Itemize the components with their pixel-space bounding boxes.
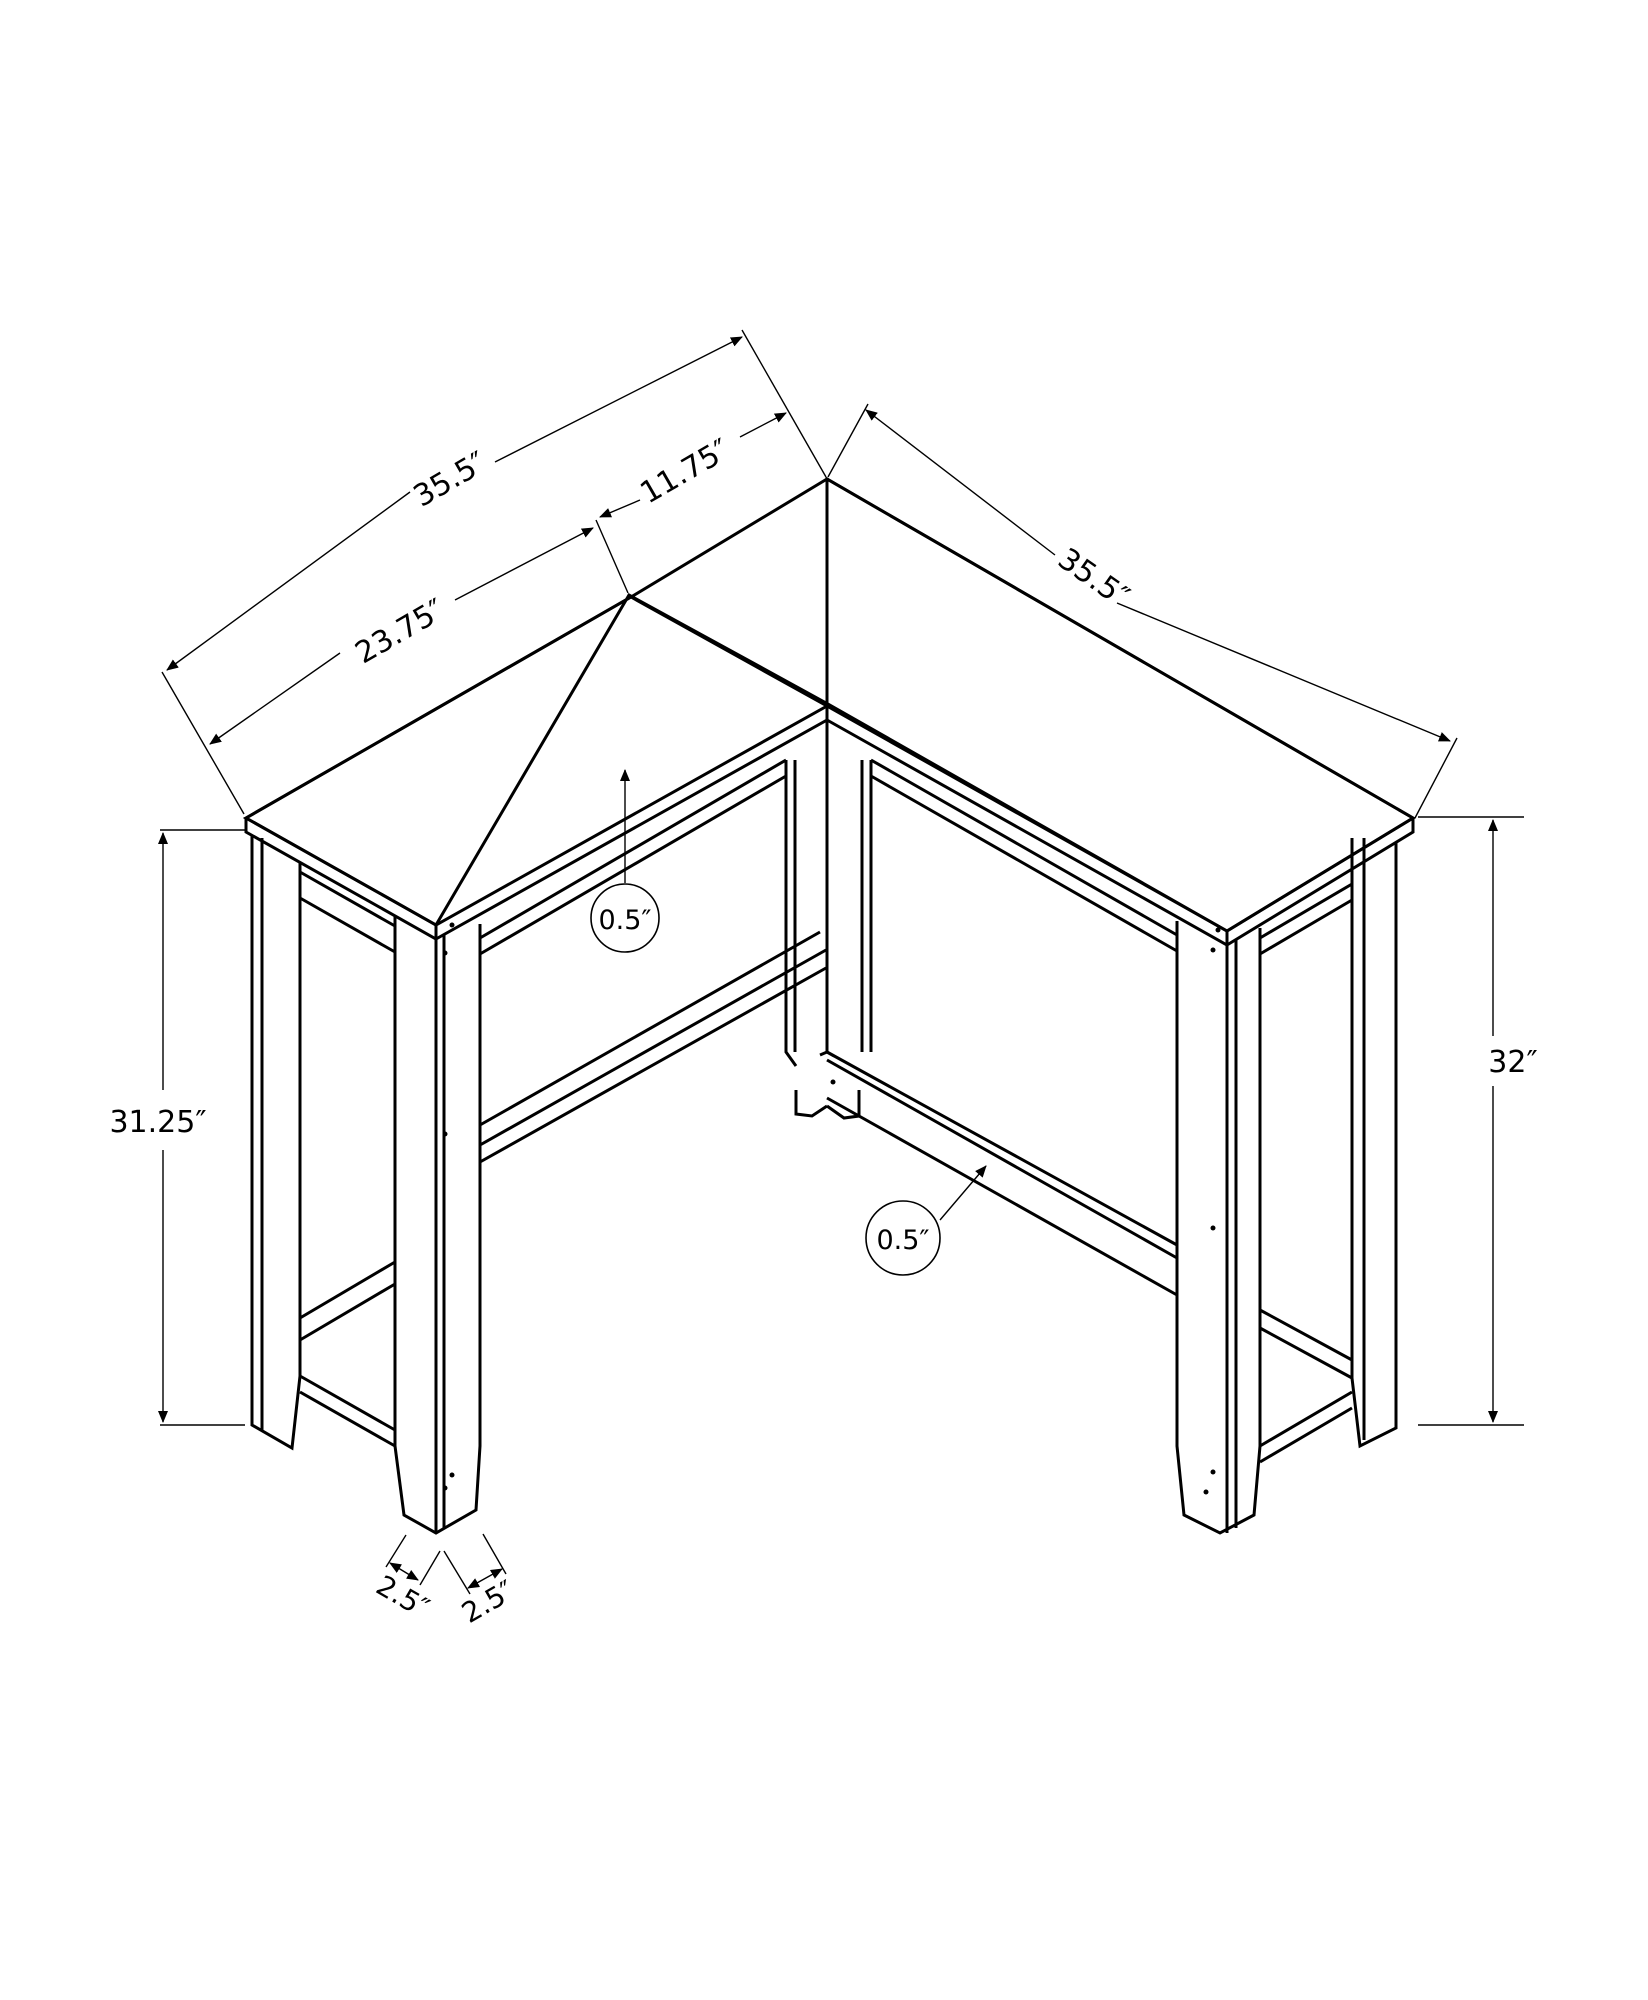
dimension-annotations: 35.5″ 23.75″ 11.75″ 35.5″ 31.25″ 32″ 0.5… [109,329,1538,1630]
dim-stretcher-thickness: 0.5″ [876,1225,929,1256]
callout-circle-stretcher [865,1200,941,1276]
leg-back-left [250,835,302,1451]
top-edge-mid-right [826,718,1229,948]
dim-right-overall: 35.5″ [1051,542,1135,615]
callout-circle-top [590,883,660,953]
dim-left-inner-segment: 11.75″ [634,432,736,511]
desk-top-surface [242,595,831,927]
top-edge-left [244,818,438,942]
desk-top-right-surface [825,476,1416,933]
desk-top [242,477,1416,933]
dim-leg-width-b: 2.5″ [456,1574,520,1630]
dim-left-outer-segment: 23.75″ [349,592,451,671]
leg-front-right [1175,921,1262,1535]
dim-left-overall: 35.5″ [408,445,493,514]
dim-left-height: 31.25″ [109,1105,206,1140]
leg-back-corner [784,760,798,1067]
dim-top-thickness: 0.5″ [598,905,651,936]
desk-drawing [242,476,1416,1535]
top-edge-right [1226,818,1415,947]
dim-right-height: 32″ [1488,1045,1537,1080]
leg-back-right [1350,838,1398,1449]
